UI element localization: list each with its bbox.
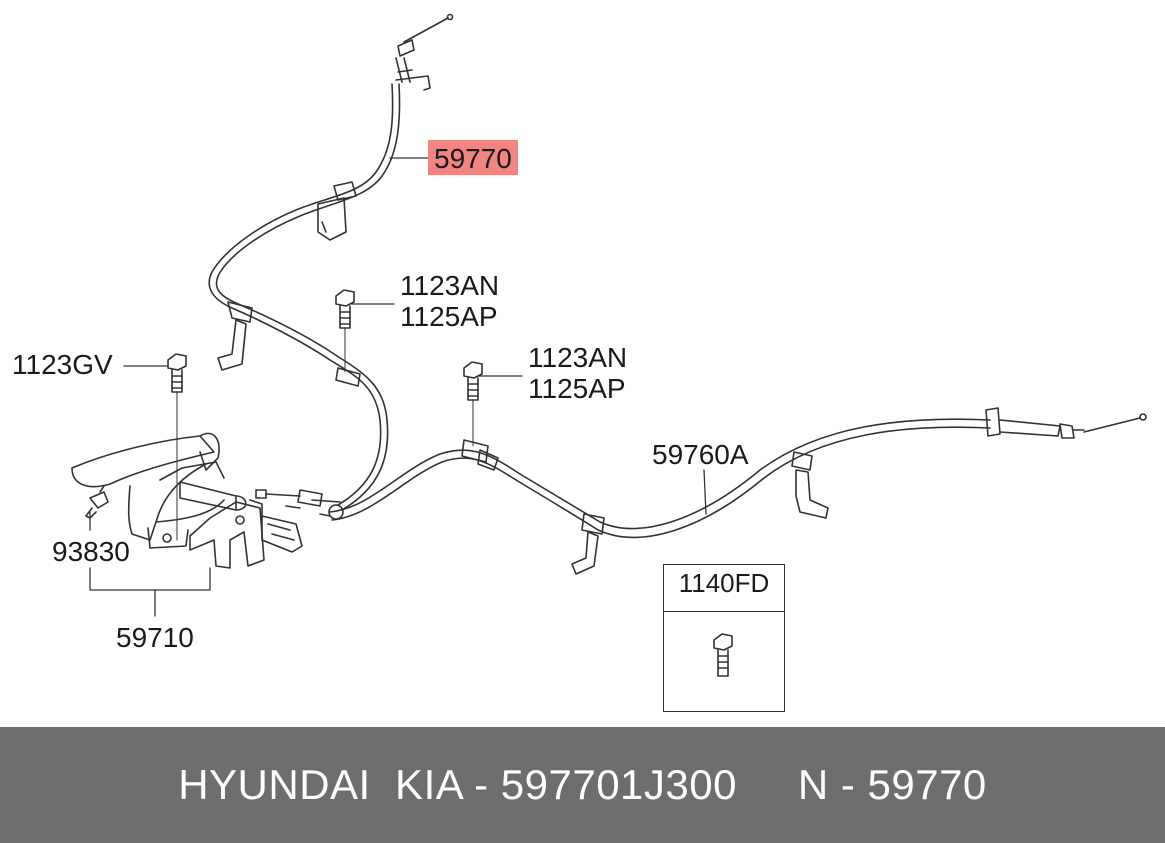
part-label-93830[interactable]: 93830 <box>52 536 130 567</box>
part-label-bolt-center[interactable]: 1123AN 1125AP <box>400 270 499 332</box>
cable-59760a <box>329 407 1147 575</box>
footer-part-number: HYUNDAI KIA - 597701J300 N - 59770 <box>178 761 987 808</box>
bolt-right <box>463 361 483 447</box>
leader-lines <box>89 157 707 617</box>
diagram-drawing <box>71 13 1147 677</box>
cable-59770 <box>208 13 454 511</box>
bolt-left <box>167 353 187 541</box>
clip-93830 <box>85 485 109 519</box>
part-label-1123gv[interactable]: 1123GV <box>12 349 113 380</box>
part-label-1125ap-right[interactable]: 1125AP <box>528 373 626 404</box>
part-label-59770[interactable]: 59770 <box>428 140 518 175</box>
part-label-1125ap[interactable]: 1125AP <box>400 301 498 332</box>
part-label-bolt-right[interactable]: 1123AN 1125AP <box>528 342 627 404</box>
parts-diagram: 59770 1123AN 1125AP 1123AN 1125AP 1123GV… <box>12 13 1147 712</box>
part-label-59710[interactable]: 59710 <box>116 622 194 653</box>
lever-assembly <box>71 432 303 569</box>
inset-part-box: 1140FD <box>663 564 785 712</box>
bolt-center <box>335 289 355 373</box>
bolt-inset <box>713 633 733 677</box>
part-label-1123an[interactable]: 1123AN <box>400 270 500 301</box>
footer-bar: HYUNDAI KIA - 597701J300 N - 59770 <box>0 727 1165 843</box>
part-label-59760a[interactable]: 59760A <box>652 439 749 470</box>
part-label-1140fd[interactable]: 1140FD <box>664 565 784 612</box>
part-label-1123an-right[interactable]: 1123AN <box>528 342 628 373</box>
equalizer <box>255 489 344 520</box>
